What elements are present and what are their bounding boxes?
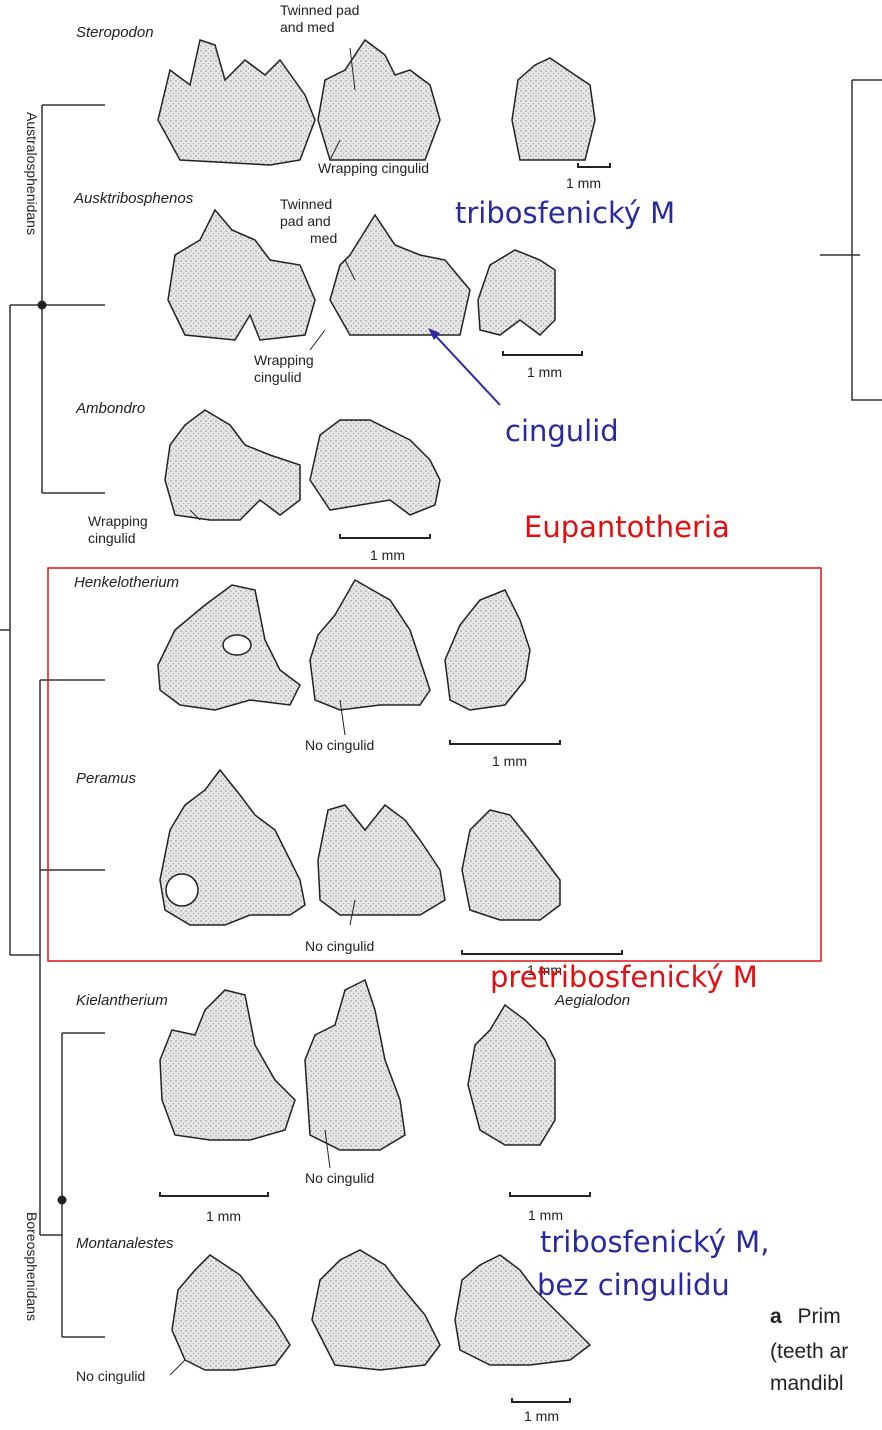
taxon-ausktribosphenos: Ausktribosphenos — [74, 190, 193, 207]
scale-label-ausktribosphenos: 1 mm — [527, 364, 562, 381]
teeth-kielantherium — [160, 980, 555, 1150]
caption-letter: a — [770, 1305, 782, 1328]
annotation-cingulid: cingulid — [505, 414, 619, 448]
scale-label-montanalestes: 1 mm — [524, 1408, 559, 1425]
scale-label-kielantherium: 1 mm — [206, 1208, 241, 1225]
taxon-kielantherium: Kielantherium — [76, 992, 168, 1009]
taxon-peramus: Peramus — [76, 770, 136, 787]
label-twinned-pad-med-1: Twinned pad and med — [280, 2, 359, 36]
taxon-montanalestes: Montanalestes — [76, 1235, 174, 1252]
teeth-montanalestes — [172, 1250, 590, 1370]
annotation-tribosfenicky: tribosfenický M — [455, 196, 675, 230]
caption-line1-text: Prim — [798, 1305, 841, 1328]
teeth-ambondro — [165, 410, 440, 520]
partial-caption-line1: a Prim — [770, 1305, 841, 1329]
label-no-cingulid-henkelotherium: No cingulid — [305, 737, 374, 754]
taxon-aegialodon: Aegialodon — [555, 992, 630, 1009]
annotation-pretribosfenicky: pretribosfenický M — [490, 960, 758, 994]
teeth-henkelotherium — [158, 580, 530, 710]
partial-caption-line3: mandibl — [770, 1372, 844, 1396]
cingulid-arrow — [432, 332, 500, 405]
annotation-tribosfenicky-bez-line1: tribosfenický M, — [540, 1225, 769, 1259]
label-wrapping-cingulid-1: Wrapping cingulid — [318, 160, 429, 177]
node-australosphenidans — [38, 301, 47, 310]
node-boreosphenidans — [58, 1196, 67, 1205]
label-wrapping-cingulid-2: Wrapping cingulid — [254, 352, 314, 386]
clade-label-australosphenidans: Australosphenidans — [24, 112, 40, 235]
label-no-cingulid-kielantherium: No cingulid — [305, 1170, 374, 1187]
scale-label-steropodon: 1 mm — [566, 175, 601, 192]
taxon-steropodon: Steropodon — [76, 24, 154, 41]
label-twinned-pad-med-2: Twinned pad and med — [280, 196, 337, 247]
label-no-cingulid-peramus: No cingulid — [305, 938, 374, 955]
taxon-henkelotherium: Henkelotherium — [74, 574, 179, 591]
label-wrapping-cingulid-3: Wrapping cingulid — [88, 513, 148, 547]
taxon-ambondro: Ambondro — [76, 400, 145, 417]
scale-label-aegialodon: 1 mm — [528, 1207, 563, 1224]
scale-label-ambondro: 1 mm — [370, 547, 405, 564]
scale-label-henkelotherium: 1 mm — [492, 753, 527, 770]
partial-caption-line2: (teeth ar — [770, 1340, 848, 1364]
label-no-cingulid-montanalestes: No cingulid — [76, 1368, 145, 1385]
annotation-eupantotheria: Eupantotheria — [524, 510, 730, 544]
annotation-tribosfenicky-bez-line2: bez cingulidu — [537, 1268, 730, 1302]
teeth-peramus — [160, 770, 560, 925]
clade-label-boreosphenidans: Boreosphenidans — [24, 1212, 40, 1321]
teeth-steropodon — [158, 40, 595, 165]
